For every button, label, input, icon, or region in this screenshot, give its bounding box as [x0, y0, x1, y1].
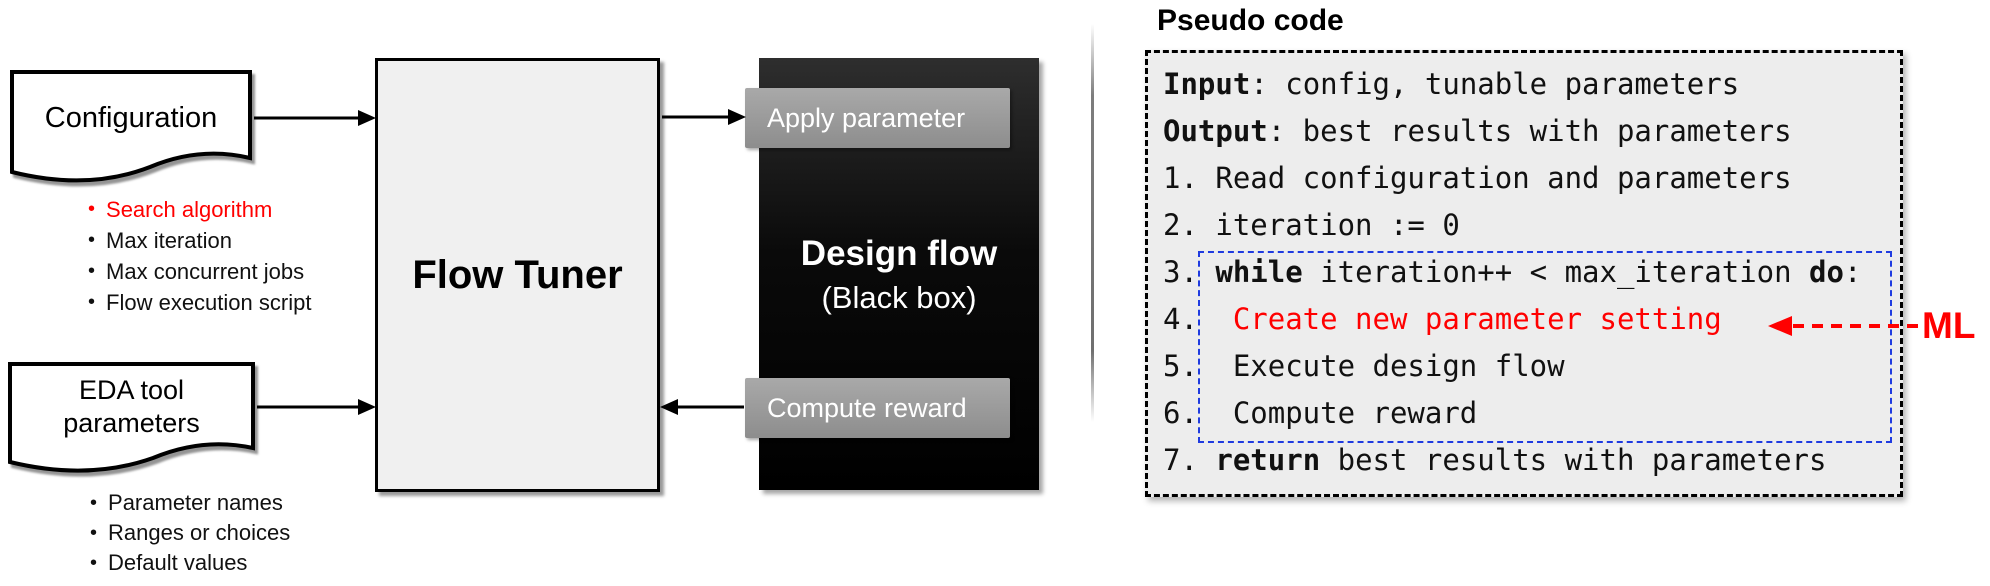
configuration-label: Configuration: [44, 102, 218, 134]
reward-to-tuner-arrow: [660, 399, 744, 415]
ml-annotation-label: ML: [1922, 305, 1976, 346]
eda-parameters-doc: EDA tool parameters: [8, 362, 255, 480]
bullet-item: • Flow execution script: [88, 287, 311, 318]
bullet-text: Default values: [108, 550, 248, 575]
bullet-dot-icon: •: [88, 291, 96, 313]
code-segment: : best results with parameters: [1267, 114, 1792, 148]
compute-reward-label: Compute reward: [767, 392, 967, 423]
code-segment: best results with parameters: [1320, 443, 1827, 477]
code-segment: 3.: [1163, 255, 1216, 289]
apply-parameter-label: Apply parameter: [767, 102, 966, 133]
bullet-text: Search algorithm: [106, 197, 273, 222]
bullet-dot-icon: •: [90, 552, 98, 574]
bullet-text: Max iteration: [106, 228, 232, 253]
configuration-doc: Configuration: [10, 70, 252, 190]
bullet-text: Ranges or choices: [108, 520, 291, 545]
bullet-dot-icon: •: [90, 492, 98, 514]
pseudo-code-box: [1145, 50, 1903, 497]
pseudo-code-line: Output: best results with parameters: [1163, 108, 1861, 155]
bullet-dot-icon: •: [88, 260, 96, 282]
bullet-item: • Max iteration: [88, 225, 311, 256]
section-divider: [1091, 24, 1094, 422]
bullet-dot-icon: •: [88, 198, 96, 220]
apply-parameter-step: Apply parameter: [745, 88, 1010, 148]
code-segment: 4.: [1163, 302, 1233, 336]
code-segment: :: [1843, 255, 1862, 289]
code-segment: 2. iteration := 0: [1163, 208, 1460, 242]
bullet-item: • Default values: [90, 548, 290, 578]
pseudo-code-line: 6. Compute reward: [1163, 390, 1861, 437]
bullet-item: • Parameter names: [90, 488, 290, 518]
code-segment: iteration++ < max_iteration: [1302, 255, 1810, 289]
eda-to-tuner-arrow: [257, 399, 376, 415]
design-flow-title: Design flow: [800, 234, 998, 273]
bullet-item: • Max concurrent jobs: [88, 256, 311, 287]
code-segment: 7.: [1163, 443, 1216, 477]
flow-tuner-box: Flow Tuner: [375, 58, 660, 492]
code-segment: 6. Compute reward: [1163, 396, 1478, 430]
eda-label-line2: parameters: [63, 408, 200, 438]
bullet-text: Max concurrent jobs: [106, 259, 305, 284]
pseudo-code-line: 3. while iteration++ < max_iteration do:: [1163, 249, 1861, 296]
bullet-dot-icon: •: [90, 522, 98, 544]
bullet-dot-icon: •: [88, 229, 96, 251]
bullet-item: • Search algorithm: [88, 194, 311, 225]
code-segment: Output: [1163, 114, 1268, 148]
code-segment: : config, tunable parameters: [1250, 67, 1740, 101]
bullet-item: • Ranges or choices: [90, 518, 290, 548]
pseudo-code-line: Input: config, tunable parameters: [1163, 61, 1861, 108]
document-shape-icon: [10, 70, 252, 183]
pseudo-code-line: 5. Execute design flow: [1163, 343, 1861, 390]
code-segment: while: [1215, 255, 1303, 289]
code-segment: 1. Read configuration and parameters: [1163, 161, 1792, 195]
pseudo-code-line: 7. return best results with parameters: [1163, 437, 1861, 484]
eda-parameters-label: EDA tool parameters: [8, 374, 255, 440]
eda-label-line1: EDA tool: [78, 375, 185, 405]
eda-bullet-list: • Parameter names • Ranges or choices • Defau…: [90, 488, 290, 578]
pseudo-code-line: 2. iteration := 0: [1163, 202, 1861, 249]
tuner-to-apply-arrow: [662, 109, 746, 125]
code-segment: return: [1215, 443, 1321, 477]
design-flow-subtitle: (Black box): [821, 280, 977, 315]
compute-reward-step: Compute reward: [745, 378, 1010, 438]
pseudo-code-title: Pseudo code: [1157, 4, 1344, 37]
document-shape-icon: [8, 362, 255, 473]
config-bullet-list: • Search algorithm • Max iteration • Max conc…: [88, 194, 311, 318]
bullet-text: Flow execution script: [106, 290, 312, 315]
pseudo-code-line: 1. Read configuration and parameters: [1163, 155, 1861, 202]
code-segment: Create new parameter setting: [1232, 302, 1722, 336]
config-to-tuner-arrow: [254, 110, 376, 126]
code-segment: do: [1809, 255, 1844, 289]
while-loop-highlight-box: [1198, 251, 1892, 443]
code-segment: 5. Execute design flow: [1163, 349, 1565, 383]
flow-tuner-label: Flow Tuner: [412, 252, 623, 297]
bullet-text: Parameter names: [108, 490, 283, 515]
pseudo-code-line: 4. Create new parameter setting: [1163, 296, 1861, 343]
code-segment: Input: [1163, 67, 1251, 101]
